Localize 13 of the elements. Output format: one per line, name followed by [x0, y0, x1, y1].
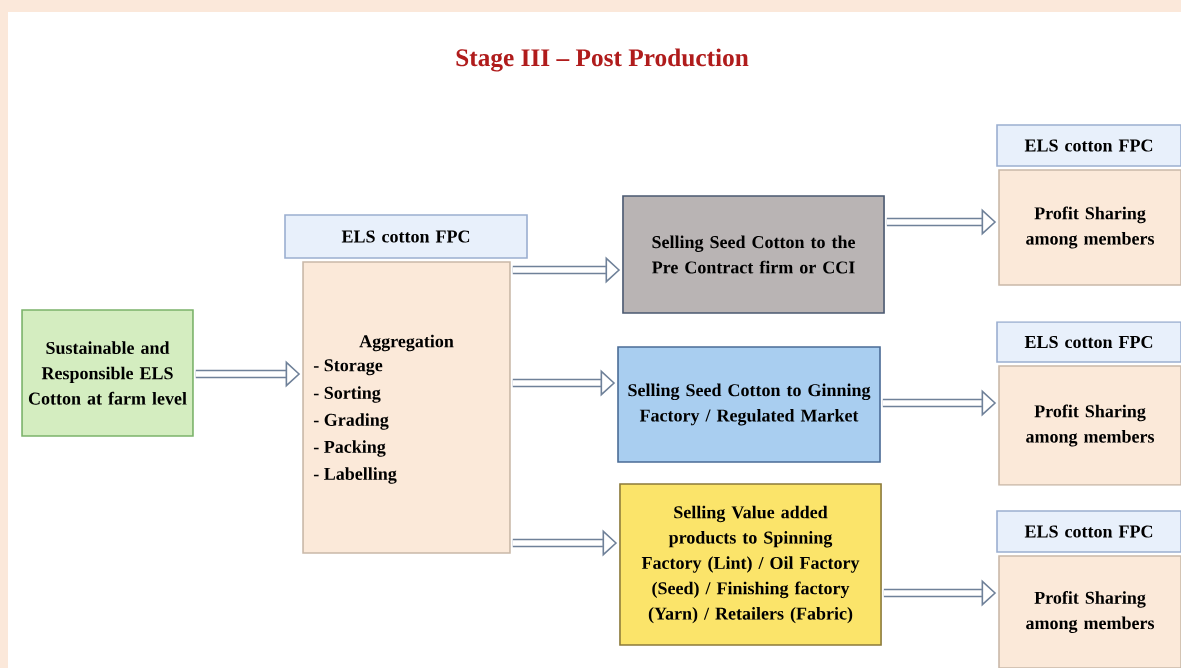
header-box: ELS cotton FPC [996, 124, 1181, 167]
header-box: ELS cotton FPC [996, 321, 1181, 363]
selling-box: Selling Value added products to Spinning Factory (Lint) / Oil Factory (Seed) / Finishing factory (Yarn) / Retailers (Fabric) [619, 483, 882, 646]
title: Stage III – Post Production [456, 48, 749, 72]
aggregation-box: Aggregation - Storage - Sorting - Grading - Packing - Labelling [302, 261, 511, 554]
source-box: Sustainable and Responsible ELS Cotton at farm level [21, 309, 194, 437]
profit-box: Profit Sharing among members [998, 555, 1181, 668]
profit-box: Profit Sharing among members [998, 169, 1181, 286]
selling-box: Selling Seed Cotton to Ginning Factory / Regulated Market [617, 346, 881, 463]
profit-box: Profit Sharing among members [998, 365, 1181, 486]
selling-box: Selling Seed Cotton to the Pre Contract firm or CCI [622, 195, 885, 314]
header-box: ELS cotton FPC [996, 510, 1181, 553]
header-box: ELS cotton FPC [284, 214, 528, 259]
